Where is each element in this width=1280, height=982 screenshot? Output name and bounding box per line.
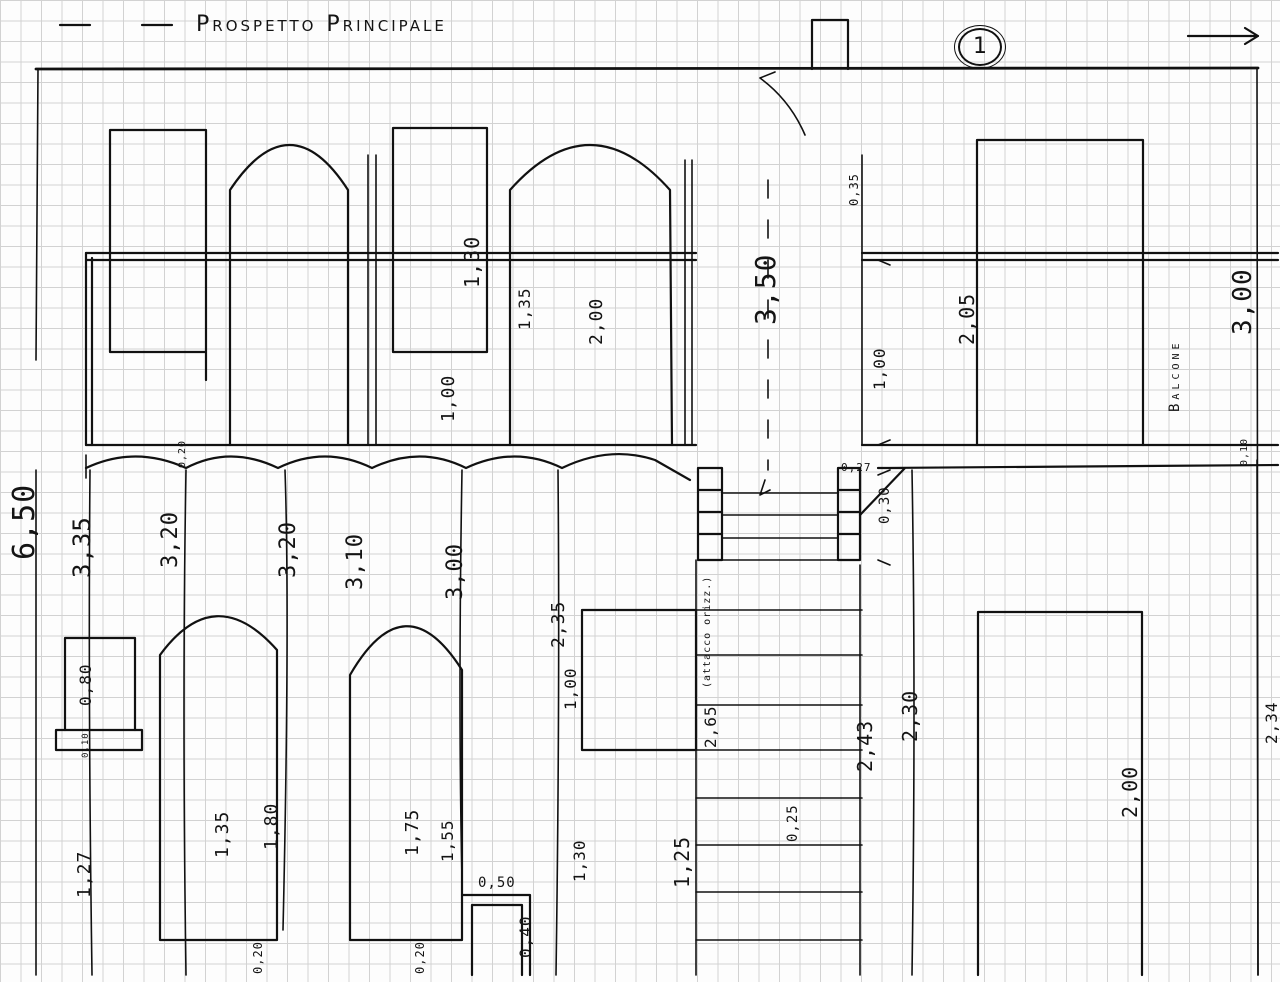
pilaster-2 bbox=[684, 159, 693, 446]
dim-line-right bbox=[911, 469, 915, 976]
stair-core-left bbox=[696, 466, 724, 562]
dim-lower-arch-1b: 1,80 bbox=[261, 802, 282, 850]
dim-lower-arch-2b: 1,55 bbox=[438, 819, 457, 862]
dim-stair-run: 2,43 bbox=[853, 719, 877, 772]
dim-right-top: 0,35 bbox=[847, 173, 861, 206]
dim-small-window-sill: 0,10 bbox=[81, 732, 91, 758]
dim-stair-step: 0,25 bbox=[785, 804, 801, 842]
dim-line-pier-3 bbox=[459, 469, 463, 881]
roof-line bbox=[34, 66, 1260, 71]
upper-rail-post-left bbox=[84, 251, 94, 447]
direction-arrow bbox=[1186, 26, 1260, 46]
right-upper-rail bbox=[860, 251, 1280, 262]
stair-core-right bbox=[836, 466, 862, 562]
right-edge-wall bbox=[1256, 459, 1259, 976]
dim-lower-arch-1a: 1,35 bbox=[212, 810, 233, 858]
dim-stair-attacco: (attacco orizz.) bbox=[702, 575, 713, 688]
dim-edge-right: 2,34 bbox=[1262, 701, 1280, 744]
dim-parapet-upper: 1,00 bbox=[438, 374, 459, 422]
lower-arch-1 bbox=[158, 615, 279, 942]
upper-arch-1 bbox=[228, 143, 350, 447]
dim-tick-right bbox=[877, 259, 891, 566]
dim-base-stair: 1,25 bbox=[670, 835, 694, 888]
dim-upper-floor: 3,50 bbox=[749, 253, 782, 325]
dim-pier-1: 3,20 bbox=[158, 511, 183, 568]
dim-beam-3: 0,10 bbox=[1239, 437, 1250, 466]
dim-pier-2: 3,20 bbox=[276, 521, 301, 578]
small-door bbox=[460, 893, 532, 977]
right-block-left bbox=[859, 154, 863, 976]
stair-landing bbox=[721, 492, 839, 561]
lower-arch-2 bbox=[348, 625, 464, 942]
upper-window-2 bbox=[391, 126, 489, 354]
right-door bbox=[975, 138, 1145, 447]
dim-lower-window-w: 1,00 bbox=[561, 667, 580, 710]
dim-pier-3: 3,10 bbox=[343, 533, 368, 590]
lower-window bbox=[580, 608, 698, 752]
dim-arch-upper-2: 1,35 bbox=[515, 287, 534, 330]
stair-steps bbox=[695, 609, 863, 941]
pilaster-1 bbox=[367, 154, 377, 446]
roof-mark bbox=[759, 71, 806, 136]
right-lower-door bbox=[976, 610, 1144, 977]
landing-arrow bbox=[759, 479, 771, 496]
dim-lower-window-h: 2,35 bbox=[548, 600, 569, 648]
dim-stair-gap: 0,30 bbox=[877, 486, 893, 524]
dim-small-door-h: 0,40 bbox=[516, 915, 535, 958]
dim-plinth-2: 0,20 bbox=[413, 941, 427, 974]
dim-line-left bbox=[88, 469, 93, 976]
dim-right-floor: 3,00 bbox=[1228, 268, 1258, 335]
small-window-sill bbox=[54, 728, 144, 752]
small-window bbox=[63, 636, 137, 732]
upper-arch-2 bbox=[508, 144, 674, 447]
upper-rail bbox=[84, 251, 698, 262]
dim-beam-1: 0,20 bbox=[177, 439, 188, 468]
dim-right-door-width: 2,05 bbox=[955, 292, 979, 345]
dim-right-parapet: 1,00 bbox=[870, 347, 889, 390]
dim-base-mid: 1,30 bbox=[570, 839, 589, 882]
chimney bbox=[810, 18, 850, 71]
dim-base-left: 1,27 bbox=[74, 850, 95, 898]
dim-arch-upper-1: 1,30 bbox=[460, 235, 484, 288]
vault-scallops bbox=[84, 452, 692, 482]
left-wall bbox=[35, 68, 39, 976]
dim-small-window: 0,80 bbox=[76, 663, 95, 706]
dim-beam-2: 0,27 bbox=[841, 461, 872, 474]
dim-small-door: 0,50 bbox=[478, 875, 516, 891]
balcone-label: Balcone bbox=[1167, 339, 1183, 412]
sheet-title: Prospetto Principale bbox=[196, 12, 447, 37]
dim-line-pier-2 bbox=[282, 469, 288, 931]
dim-total-height: 6,50 bbox=[7, 483, 42, 560]
dim-lower-arch-2a: 1,75 bbox=[402, 808, 423, 856]
right-balcony-slab bbox=[858, 463, 1280, 517]
dim-stair-total: 2,30 bbox=[898, 689, 922, 742]
sheet-number: 1 bbox=[954, 25, 1006, 69]
dim-line-pier-1 bbox=[183, 469, 187, 976]
upper-window-1 bbox=[108, 128, 208, 382]
dim-line-lower bbox=[555, 469, 560, 976]
dim-right-lower-door: 2,00 bbox=[1118, 765, 1142, 818]
dim-arch-upper-3: 2,00 bbox=[586, 297, 607, 345]
dim-pier-4: 3,00 bbox=[443, 543, 468, 600]
dim-plinth-1: 0,20 bbox=[251, 941, 265, 974]
dim-lower-height: 3,35 bbox=[68, 516, 96, 578]
dim-stair-rise: 2,65 bbox=[701, 705, 720, 748]
